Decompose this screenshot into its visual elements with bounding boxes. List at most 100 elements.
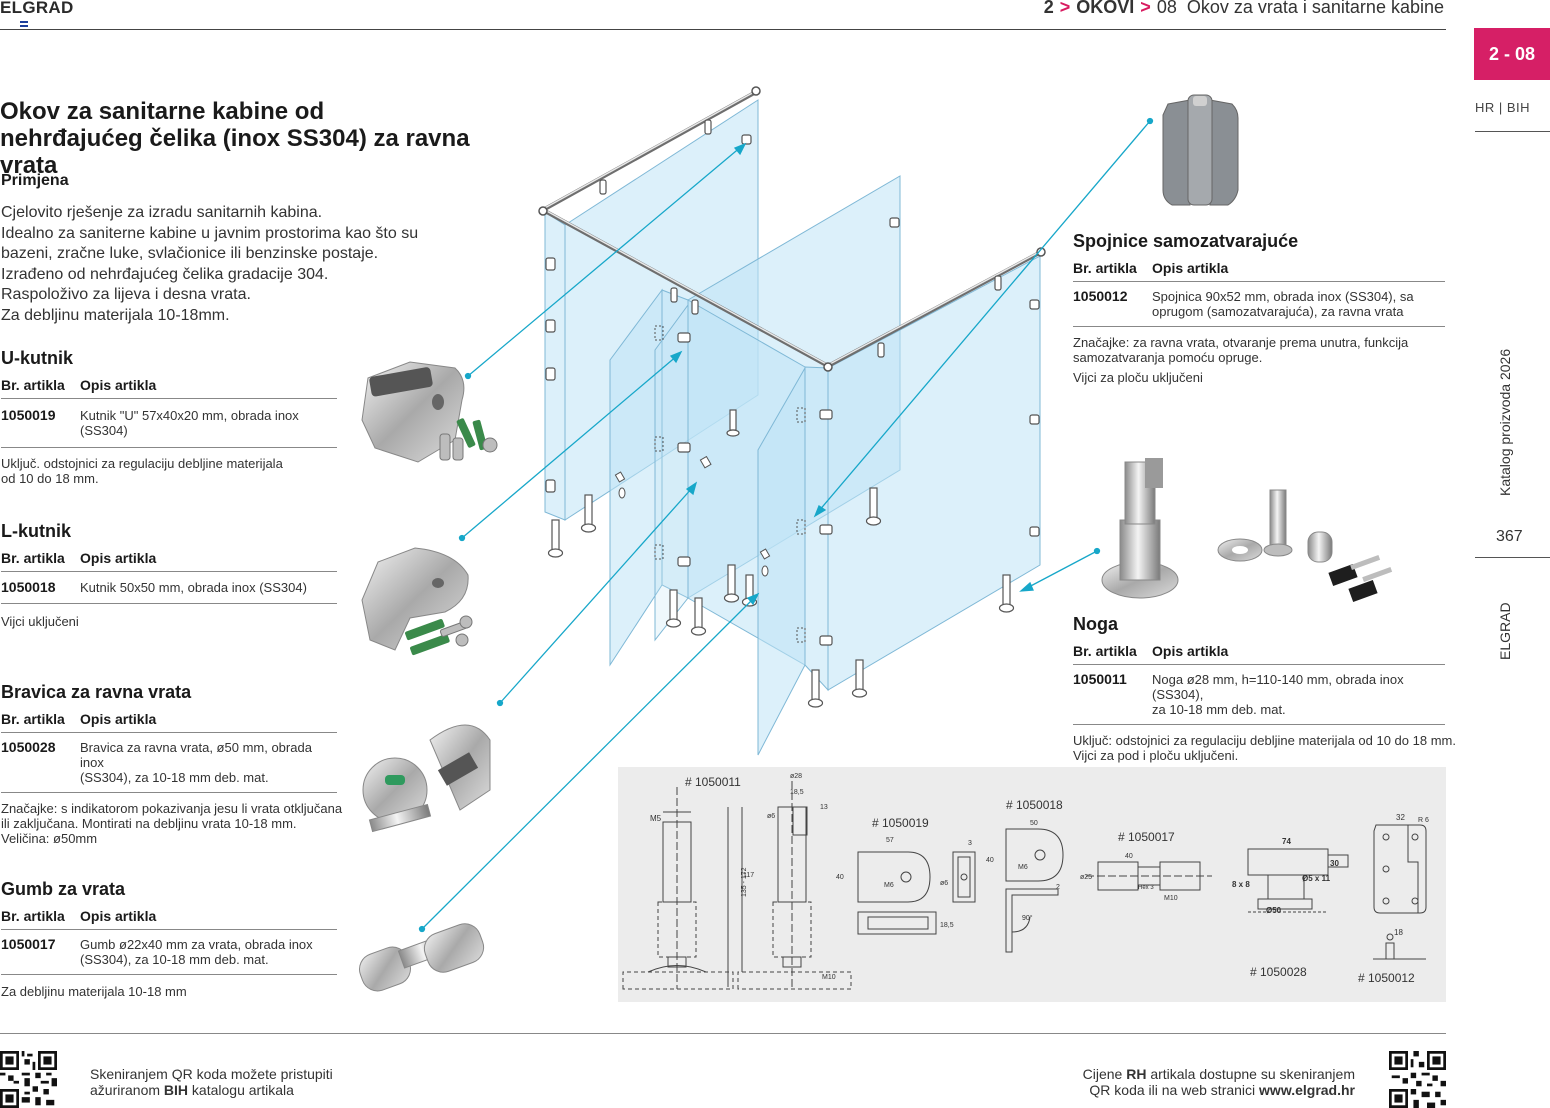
label-l-kutnik: # 1050018 <box>1006 798 1063 812</box>
qr-code-icon[interactable] <box>0 1051 57 1108</box>
dim-d2: 2 <box>1056 884 1060 891</box>
intro-line: Za debljinu materijala 10-18mm. <box>1 306 230 324</box>
brand-logo: ELGRAD <box>0 0 74 17</box>
article-desc: Kutnik 50x50 mm, obrada inox (SS304) <box>80 580 307 595</box>
product-note: Značajke: za ravna vrata, otvaranje prem… <box>1073 335 1445 385</box>
note-line: Vijci za ploču uključeni <box>1073 370 1203 385</box>
header-code: Br. artikla <box>1 550 65 566</box>
article-code: 1050028 <box>1 739 56 755</box>
dim-d8x8: 8 x 8 <box>1232 880 1250 889</box>
page-number: 367 <box>1496 528 1523 545</box>
breadcrumb: 2>OKOVI>08 Okov za vrata i sanitarne kab… <box>1044 0 1444 18</box>
footer-text: artikala dostupne su skeniranjem <box>1146 1066 1355 1082</box>
intro-line: Raspoloživo za lijeva i desna vrata. <box>1 286 251 303</box>
desc-line: Gumb ø22x40 mm za vrata, obrada inox <box>80 937 313 952</box>
intro-line: bazeni, zračne luke, svlačionice ili ben… <box>1 245 379 262</box>
dim-d6: ø6 <box>767 813 775 820</box>
header-code: Br. artikla <box>1073 643 1137 659</box>
website-link[interactable]: www.elgrad.hr <box>1259 1082 1355 1098</box>
note-line: Uključ: odstojnici za regulaciju debljin… <box>1073 733 1456 748</box>
header-desc: Opis artikla <box>1152 643 1229 659</box>
product-note: Za debljinu materijala 10-18 mm <box>1 984 187 999</box>
breadcrumb-sub-number[interactable]: 08 <box>1156 0 1177 17</box>
footer-line: Cijene RH artikala dostupne su skeniranj… <box>1083 1066 1355 1082</box>
intro-heading: Primjena <box>1 172 69 189</box>
label-u-kutnik: # 1050019 <box>872 816 929 830</box>
desc-line: Spojnica 90x52 mm, obrada inox (SS304), … <box>1152 289 1414 304</box>
label-noga: # 1050011 <box>685 775 741 789</box>
section-l-kutnik: L-kutnik Br. artikla Opis artikla 1050018… <box>1 521 337 629</box>
breadcrumb-section[interactable]: OKOVI <box>1076 0 1135 17</box>
article-desc: Kutnik "U" 57x40x20 mm, obrada inox (SS3… <box>80 408 299 438</box>
dim-m5: M5 <box>650 814 662 823</box>
article-code: 1050017 <box>1 936 56 952</box>
footer-line: ažuriranom BIH katalogu artikala <box>90 1082 333 1098</box>
qr-code-icon[interactable] <box>1389 1051 1446 1108</box>
article-code: 1050012 <box>1073 288 1128 304</box>
dim-d6b: ø6 <box>940 880 948 887</box>
footer-line: Skeniranjem QR koda možete pristupiti <box>90 1066 333 1082</box>
footer-line: QR koda ili na web stranici www.elgrad.h… <box>1083 1082 1355 1098</box>
table-row: 1050017 Gumb ø22x40 mm za vrata, obrada i… <box>1 930 337 975</box>
label-gumb: # 1050017 <box>1118 830 1175 844</box>
article-desc: Bravica za ravna vrata, ø50 mm, obrada i… <box>80 740 337 785</box>
dim-d5x11: Ø5 x 11 <box>1302 874 1331 883</box>
language-label: HR | BIH <box>1475 100 1531 115</box>
spojnice-photo <box>1162 94 1239 206</box>
dim-d57: 57 <box>886 837 894 844</box>
section-title: L-kutnik <box>1 521 71 541</box>
label-brava: # 1050028 <box>1250 965 1307 979</box>
intro-line: Idealno za saniterne kabine u javnim pro… <box>1 224 419 242</box>
glass-door-right <box>757 366 806 756</box>
dim-d40: 40 <box>836 874 844 881</box>
glass-panel-front <box>827 255 1041 691</box>
l-kutnik-photo <box>361 547 473 656</box>
dim-m6b: M6 <box>1018 864 1028 871</box>
dim-d50: 50 <box>1030 820 1038 827</box>
desc-line: za 10-18 mm deb. mat. <box>1152 702 1286 717</box>
article-code: 1050018 <box>1 579 56 595</box>
technical-drawings: # 1050011 M5 ø28 18,5 13 ø6 117 135 - 17… <box>622 773 1429 990</box>
breadcrumb-chapter[interactable]: 2 <box>1043 0 1054 17</box>
flag-icon <box>20 21 28 27</box>
product-table: Br. artikla Opis artikla 1050018 Kutnik 50… <box>1 550 337 604</box>
product-note: Uključ. odstojnici za regulaciju debljin… <box>1 456 337 486</box>
glass-panels <box>544 99 1041 756</box>
glass-door-left <box>609 288 663 667</box>
table-header: Br. artikla Opis artikla <box>1073 643 1445 665</box>
footer-text: QR koda ili na web stranici <box>1089 1082 1260 1098</box>
gumb-photo <box>359 923 485 992</box>
dim-m10b: M10 <box>1164 895 1178 902</box>
dim-d28: ø28 <box>790 773 802 780</box>
product-note: Vijci uključeni <box>1 614 79 629</box>
note-line: ili zaključana. Montirati na debljinu vr… <box>1 816 297 831</box>
note-line: samozatvaranja pomoću opruge. <box>1073 350 1263 365</box>
dim-m6: M6 <box>884 882 894 889</box>
table-row: 1050012 Spojnica 90x52 mm, obrada inox (S… <box>1073 282 1445 327</box>
footer-text: katalogu artikala <box>188 1082 294 1098</box>
product-note: Značajke: s indikatorom pokazivanja jesu… <box>1 801 342 846</box>
dim-d40b: 40 <box>986 857 994 864</box>
intro-text: Cjelovito rješenje za izradu sanitarnih … <box>1 203 471 326</box>
article-desc: Noga ø28 mm, h=110-140 mm, obrada inox (… <box>1152 672 1445 717</box>
header-desc: Opis artikla <box>80 550 157 566</box>
dim-m10: M10 <box>822 974 836 981</box>
note-line: Značajke: s indikatorom pokazivanja jesu… <box>1 801 343 816</box>
breadcrumb-sub-title[interactable]: Okov za vrata i sanitarne kabine <box>1186 0 1444 17</box>
header-code: Br. artikla <box>1073 260 1137 276</box>
desc-line: oprugom (samozatvarajuća), za ravna vrat… <box>1152 304 1404 319</box>
table-row: 1050028 Bravica za ravna vrata, ø50 mm, o… <box>1 733 337 793</box>
sidebar-divider <box>1475 557 1550 558</box>
label-spojnica: # 1050012 <box>1358 971 1415 985</box>
table-row: 1050018 Kutnik 50x50 mm, obrada inox (SS3… <box>1 572 337 604</box>
article-desc: Spojnica 90x52 mm, obrada inox (SS304), … <box>1152 289 1414 319</box>
dim-d185b: 18,5 <box>940 922 954 929</box>
